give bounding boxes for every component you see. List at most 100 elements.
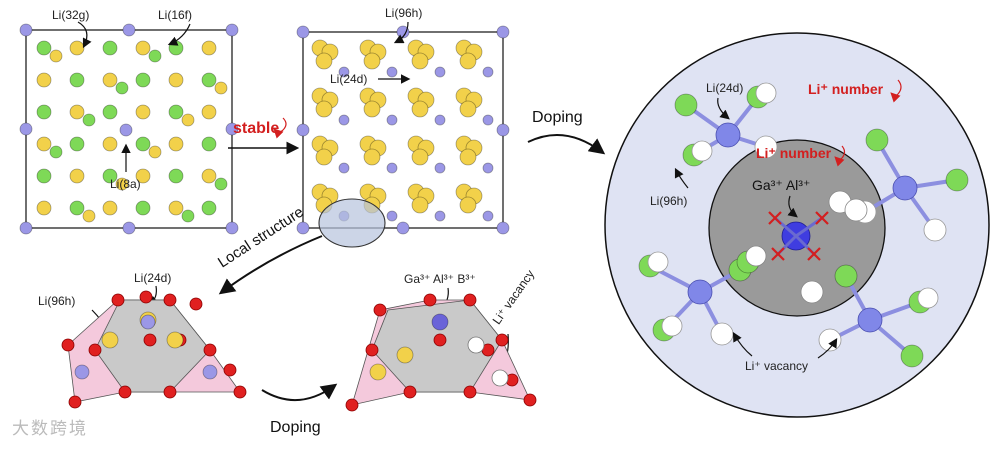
li-atom	[82, 209, 96, 223]
li-96h-atom	[363, 148, 381, 166]
li-24d-atom	[857, 307, 883, 333]
vacancy-site	[691, 140, 713, 162]
li-24d-atom	[434, 162, 446, 174]
vacancy-label: Li⁺ vacancy	[745, 359, 808, 373]
oxygen-atom	[139, 290, 153, 304]
li-32g-atom	[102, 40, 118, 56]
li-24d-atom	[140, 314, 156, 330]
li-96h-atom	[459, 100, 477, 118]
doping-arrow-top	[527, 133, 606, 155]
oxygen-atom	[143, 333, 157, 347]
li-96h-atom	[411, 196, 429, 214]
curl-icon	[890, 79, 902, 103]
vacancy-site	[917, 287, 939, 309]
li-24d-atom	[202, 364, 218, 380]
li-atom	[296, 221, 310, 235]
cross-mark	[807, 247, 821, 261]
li-atom	[181, 209, 195, 223]
oxygen-atom	[373, 303, 387, 317]
li-32g-atom	[135, 136, 151, 152]
li-16f-atom	[135, 104, 151, 120]
oxygen-atom	[118, 385, 132, 399]
li-16f-atom	[36, 72, 52, 88]
li-32g-atom	[168, 104, 184, 120]
li-8a-atom	[122, 23, 136, 37]
doped-environment-circle: Li(24d) Li⁺ number Li⁺ number Ga³⁺ Al³⁺ …	[604, 32, 990, 418]
doping-label-bottom: Doping	[270, 419, 321, 436]
panel-local-polyhedra: Li(24d) Li(96h)	[38, 271, 247, 409]
li-atom	[49, 49, 63, 63]
li-24d-atom	[892, 175, 918, 201]
vacancy-site	[755, 82, 777, 104]
li-96h-atom	[411, 100, 429, 118]
label-li-96h: Li(96h)	[385, 6, 422, 20]
li-atom	[181, 113, 195, 127]
inner-li-number: Li⁺ number	[756, 145, 832, 161]
vacancy-site	[467, 336, 485, 354]
li-atom	[115, 81, 129, 95]
cross-mark	[768, 211, 782, 225]
li-8a-atom	[122, 221, 136, 235]
li-16f-atom	[102, 72, 118, 88]
li-32g-atom	[69, 136, 85, 152]
label-li-24d: Li(24d)	[330, 72, 367, 86]
oxygen-atom	[463, 385, 477, 399]
li-8a-atom	[225, 23, 239, 37]
vacancy-site	[800, 280, 824, 304]
li-32g-atom	[36, 168, 52, 184]
li-16f-atom	[36, 136, 52, 152]
local-structure-arrow	[218, 235, 323, 295]
label-li-16f: Li(16f)	[158, 8, 192, 22]
li-16f-atom	[135, 40, 151, 56]
li-96h-atom	[315, 52, 333, 70]
vacancy-site	[661, 315, 683, 337]
li-16f-atom	[168, 200, 184, 216]
li-32g-atom	[69, 72, 85, 88]
oxygen-atom	[495, 333, 509, 347]
li-96h-atom	[315, 148, 333, 166]
li-16f-atom	[69, 168, 85, 184]
oxygen-atom	[233, 385, 247, 399]
oxygen-atom	[223, 363, 237, 377]
li-96h-atom	[411, 52, 429, 70]
li-96h-atom	[459, 52, 477, 70]
li-24d-atom	[338, 114, 350, 126]
watermark: 大数跨境	[12, 419, 88, 439]
li-96h-atom	[411, 148, 429, 166]
vacancy-site	[754, 135, 778, 159]
li-16f-atom	[102, 200, 118, 216]
li-32g-atom	[102, 104, 118, 120]
li-32g-atom	[201, 72, 217, 88]
vacancy-site	[844, 198, 868, 222]
oxygen-atom	[203, 343, 217, 357]
li-16f-atom	[168, 72, 184, 88]
oxygen-atom	[433, 333, 447, 347]
pointer-arrow	[787, 195, 798, 218]
li-16f-atom	[201, 168, 217, 184]
li-96h-atom	[945, 168, 969, 192]
li-8a-atom	[225, 122, 239, 136]
li-96h-atom	[363, 52, 381, 70]
doping-arrow-bottom	[261, 383, 338, 401]
vacancy-site	[923, 218, 947, 242]
li-96h-atom	[865, 128, 889, 152]
dopant-ions-label: Ga³⁺ Al³⁺ B³⁺	[404, 272, 476, 286]
label-li-96h: Li(96h)	[650, 194, 687, 208]
li-32g-atom	[168, 168, 184, 184]
oxygen-atom	[163, 293, 177, 307]
li-24d-atom	[74, 364, 90, 380]
li-24d-atom	[687, 279, 713, 305]
li-24d-atom	[434, 210, 446, 222]
li-atom	[214, 81, 228, 95]
li-8a-atom	[19, 221, 33, 235]
li-96h-atom	[363, 100, 381, 118]
oxygen-atom	[111, 293, 125, 307]
li-32g-atom	[102, 168, 118, 184]
li-24d-atom	[434, 114, 446, 126]
vacancy-site	[710, 322, 734, 346]
li-24d-atom	[482, 114, 494, 126]
vacancy-label: Li⁺ vacancy	[490, 267, 538, 327]
oxygen-atom	[345, 398, 359, 412]
doping-transition-bottom: Doping	[261, 383, 338, 436]
